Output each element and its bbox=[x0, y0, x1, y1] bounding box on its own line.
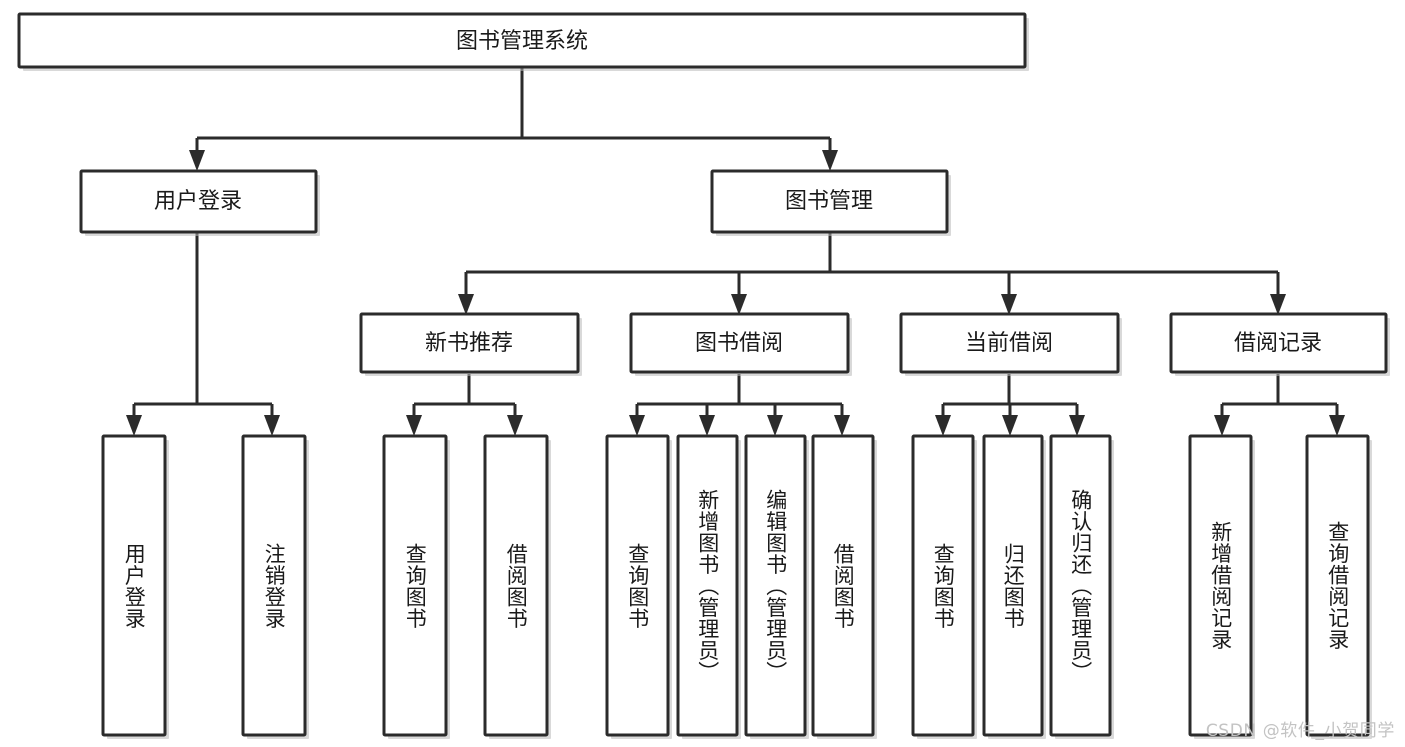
leaf-book-borrow-2[interactable]: 新增图书（管理员） bbox=[676, 434, 741, 739]
arrow-head-leaf-current-borrow-1 bbox=[935, 415, 951, 436]
leaf-user-login-2-label: 注销登录 bbox=[262, 542, 287, 629]
leaf-current-borrow-2[interactable]: 归还图书 bbox=[982, 434, 1046, 739]
arrow-head-leaf-borrow-record-1 bbox=[1214, 415, 1230, 436]
arrow-head-borrow-record bbox=[1270, 294, 1286, 315]
node-user-login-label: 用户登录 bbox=[154, 189, 242, 214]
leaf-current-borrow-1[interactable]: 查询图书 bbox=[911, 434, 977, 739]
arrow-head-leaf-book-borrow-2 bbox=[699, 415, 715, 436]
node-book-manage-label: 图书管理 bbox=[785, 189, 873, 214]
node-root-label: 图书管理系统 bbox=[456, 29, 588, 54]
arrow-head-leaf-current-borrow-2 bbox=[1002, 415, 1018, 436]
leaf-book-borrow-2-label: 新增图书（管理员） bbox=[695, 488, 720, 683]
leaf-user-login-2[interactable]: 注销登录 bbox=[241, 434, 309, 739]
leaf-current-borrow-3[interactable]: 确认归还（管理员） bbox=[1049, 434, 1114, 739]
leaf-book-borrow-1[interactable]: 查询图书 bbox=[605, 434, 672, 739]
arrow-head-leaf-new-book-rec-1 bbox=[406, 415, 422, 436]
leaf-book-borrow-3[interactable]: 编辑图书（管理员） bbox=[744, 434, 809, 739]
arrow-head-leaf-current-borrow-3 bbox=[1069, 415, 1085, 436]
leaf-new-book-rec-1[interactable]: 查询图书 bbox=[382, 434, 450, 739]
leaf-current-borrow-1-label: 查询图书 bbox=[931, 542, 956, 629]
node-user-login[interactable]: 用户登录 bbox=[79, 169, 320, 236]
arrow-head-leaf-book-borrow-1 bbox=[629, 415, 645, 436]
arrow-head-current-borrow bbox=[1001, 294, 1017, 315]
leaf-current-borrow-2-label: 归还图书 bbox=[1001, 542, 1026, 629]
node-book-manage[interactable]: 图书管理 bbox=[710, 169, 951, 236]
node-borrow-record[interactable]: 借阅记录 bbox=[1169, 312, 1390, 376]
arrow-head-leaf-book-borrow-3 bbox=[767, 415, 783, 436]
leaf-book-borrow-4[interactable]: 借阅图书 bbox=[811, 434, 877, 739]
csdn-watermark: CSDN @软件_小贺同学 bbox=[1205, 721, 1395, 741]
leaf-new-book-rec-1-label: 查询图书 bbox=[403, 542, 428, 629]
leaf-new-book-rec-2-label: 借阅图书 bbox=[504, 542, 529, 629]
arrow-head-leaf-borrow-record-2 bbox=[1329, 415, 1345, 436]
leaf-new-book-rec-2[interactable]: 借阅图书 bbox=[483, 434, 551, 739]
leaf-borrow-record-1-label: 新增借阅记录 bbox=[1208, 521, 1233, 650]
leaf-borrow-record-1[interactable]: 新增借阅记录 bbox=[1188, 434, 1255, 739]
node-borrow-record-label: 借阅记录 bbox=[1234, 331, 1322, 356]
arrow-head-leaf-new-book-rec-2 bbox=[507, 415, 523, 436]
leaf-borrow-record-2-label: 查询借阅记录 bbox=[1325, 521, 1350, 650]
arrow-head-leaf-book-borrow-4 bbox=[834, 415, 850, 436]
arrow-head-new-book-rec bbox=[458, 294, 474, 315]
leaf-book-borrow-1-label: 查询图书 bbox=[625, 542, 650, 629]
node-new-book-rec[interactable]: 新书推荐 bbox=[359, 312, 582, 376]
leaf-book-borrow-4-label: 借阅图书 bbox=[831, 542, 856, 629]
node-book-borrow[interactable]: 图书借阅 bbox=[629, 312, 852, 376]
arrow-head-user-login bbox=[189, 150, 205, 171]
node-current-borrow[interactable]: 当前借阅 bbox=[899, 312, 1122, 376]
node-current-borrow-label: 当前借阅 bbox=[965, 331, 1053, 356]
leaf-user-login-1[interactable]: 用户登录 bbox=[101, 434, 169, 739]
arrow-head-leaf-user-login-2 bbox=[264, 415, 280, 436]
node-book-borrow-label: 图书借阅 bbox=[695, 331, 783, 356]
connector-layer bbox=[126, 67, 1345, 436]
arrow-head-book-borrow bbox=[731, 294, 747, 315]
arrow-head-book-manage bbox=[822, 150, 838, 171]
leaf-user-login-1-label: 用户登录 bbox=[122, 542, 147, 629]
node-new-book-rec-label: 新书推荐 bbox=[425, 331, 513, 356]
leaf-book-borrow-3-label: 编辑图书（管理员） bbox=[763, 488, 788, 683]
arrow-head-leaf-user-login-1 bbox=[126, 415, 142, 436]
leaf-current-borrow-3-label: 确认归还（管理员） bbox=[1068, 488, 1093, 683]
leaf-borrow-record-2[interactable]: 查询借阅记录 bbox=[1305, 434, 1372, 739]
node-root[interactable]: 图书管理系统 bbox=[17, 12, 1029, 71]
